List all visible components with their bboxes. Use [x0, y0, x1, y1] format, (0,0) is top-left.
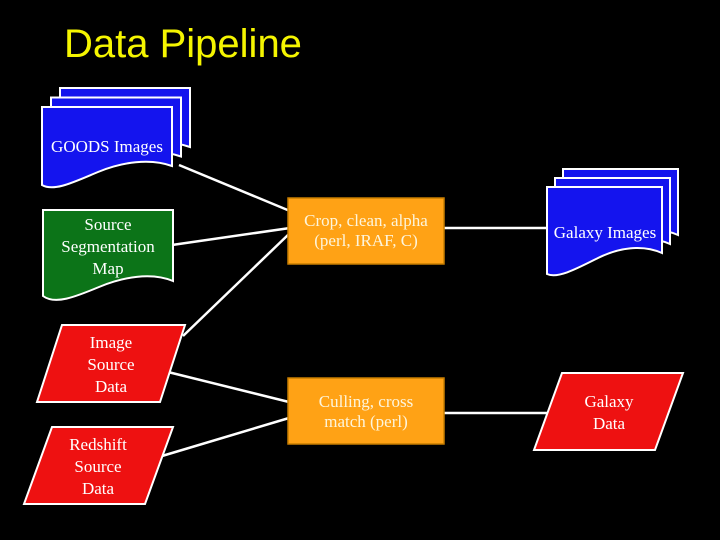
galaxy-images-node — [546, 168, 679, 277]
galaxy-images-sheet-front — [546, 186, 663, 277]
source-segmentation-map-node — [42, 209, 174, 301]
goods-images-sheet-front — [41, 106, 173, 189]
goods-images-node — [41, 87, 191, 189]
crop-clean-alpha-node — [287, 197, 445, 265]
redshift-source-data-node — [22, 426, 175, 505]
slide-title: Data Pipeline — [64, 22, 302, 66]
edge-redshift-source-to-culling — [161, 416, 290, 458]
edge-segmentation-map-to-crop — [171, 226, 291, 247]
edge-image-source-to-culling — [167, 370, 290, 404]
edge-goods-images-to-crop — [178, 163, 291, 213]
galaxy-data-node — [532, 372, 685, 451]
edge-image-source-to-crop — [182, 232, 291, 337]
image-source-data-node — [35, 324, 187, 403]
culling-cross-match-node — [287, 377, 445, 445]
